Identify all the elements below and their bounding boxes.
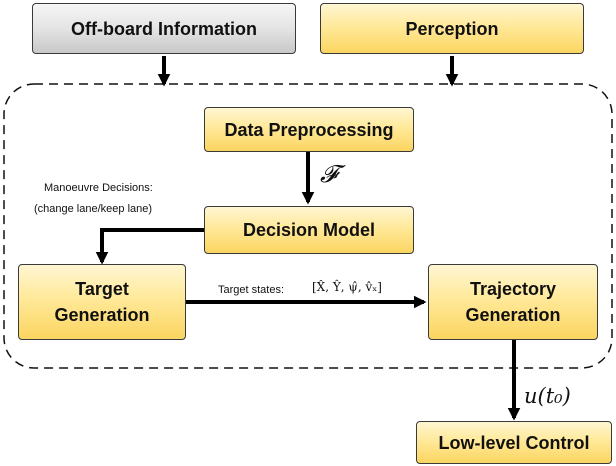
target-states-label: Target states: [218, 284, 285, 296]
manoeuvre-options-label: (change lane/keep lane) [34, 203, 153, 215]
target-generation-block: Target Generation [18, 264, 186, 340]
offboard-information-block: Off-board Information [32, 3, 296, 54]
target-generation-label: Target Generation [54, 279, 150, 325]
decision-model-block: Decision Model [204, 206, 414, 254]
perception-block: Perception [320, 3, 584, 54]
perception-label: Perception [405, 18, 499, 39]
decision-model-label: Decision Model [242, 220, 376, 240]
arrow-decision-to-target [95, 228, 204, 265]
control-output-label: u(t₀) [524, 384, 571, 408]
system-boundary [3, 83, 613, 369]
data-preprocessing-label: Data Preprocessing [224, 119, 394, 140]
trajectory-generation-label: Trajectory Generation [465, 279, 561, 325]
low-level-control-label: Low-level Control [438, 432, 590, 453]
features-symbol: 𝓕 [320, 160, 338, 188]
data-preprocessing-block: Data Preprocessing [204, 107, 414, 152]
manoeuvre-decisions-label: Manoeuvre Decisions: [44, 182, 153, 194]
offboard-information-label: Off-board Information [71, 18, 257, 39]
trajectory-generation-block: Trajectory Generation [428, 264, 598, 340]
low-level-control-block: Low-level Control [416, 421, 612, 464]
target-states-vector: [X̂, Ŷ, ψ̂, v̂ₓ] [312, 280, 382, 294]
